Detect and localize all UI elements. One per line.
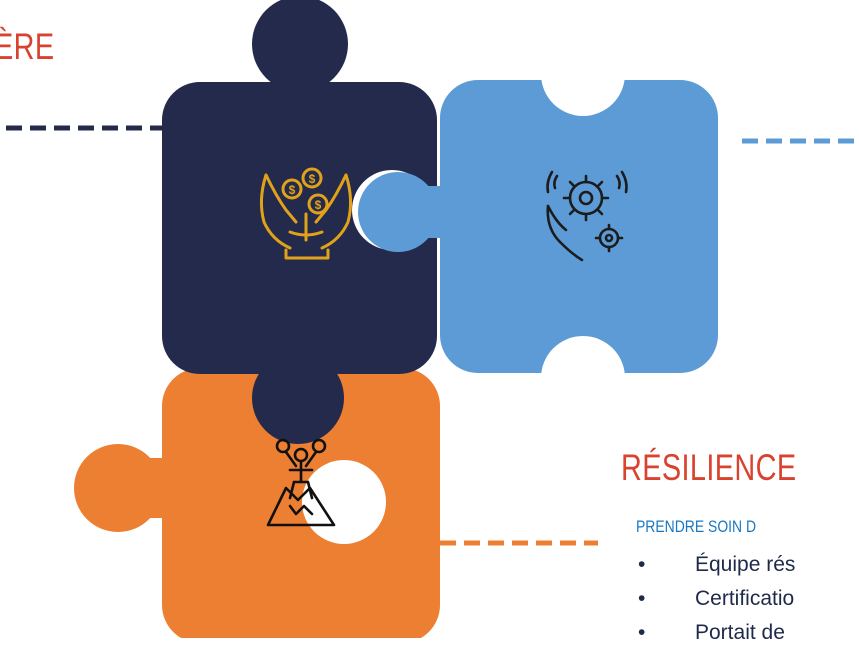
bullet-text: Équipe rés xyxy=(695,553,796,576)
puzzle-piece-orange xyxy=(74,368,440,638)
hands-growing-coins-icon: $ $ $ xyxy=(259,167,353,260)
bullet-text: Portait de xyxy=(695,621,785,644)
bullet-item: • Portait de xyxy=(638,621,785,645)
section-subheading: PRENDRE SOIN D xyxy=(636,517,757,536)
mountain-champion-icon xyxy=(266,438,336,527)
bullet-marker: • xyxy=(638,553,646,576)
puzzle-piece-blue xyxy=(358,32,718,420)
bullet-marker: • xyxy=(638,587,646,610)
svg-text:$: $ xyxy=(309,172,316,186)
section-heading-resilience: RÉSILIENCE xyxy=(621,447,797,488)
bullet-item: • Équipe rés xyxy=(638,553,795,577)
svg-text:$: $ xyxy=(315,198,322,212)
bullet-text: Certificatio xyxy=(695,587,795,610)
bullet-item: • Certificatio xyxy=(638,587,794,611)
svg-text:$: $ xyxy=(289,183,296,197)
hand-gears-icon xyxy=(546,170,628,262)
section-heading-top: ÈRE xyxy=(0,26,55,67)
bullet-marker: • xyxy=(638,621,646,644)
